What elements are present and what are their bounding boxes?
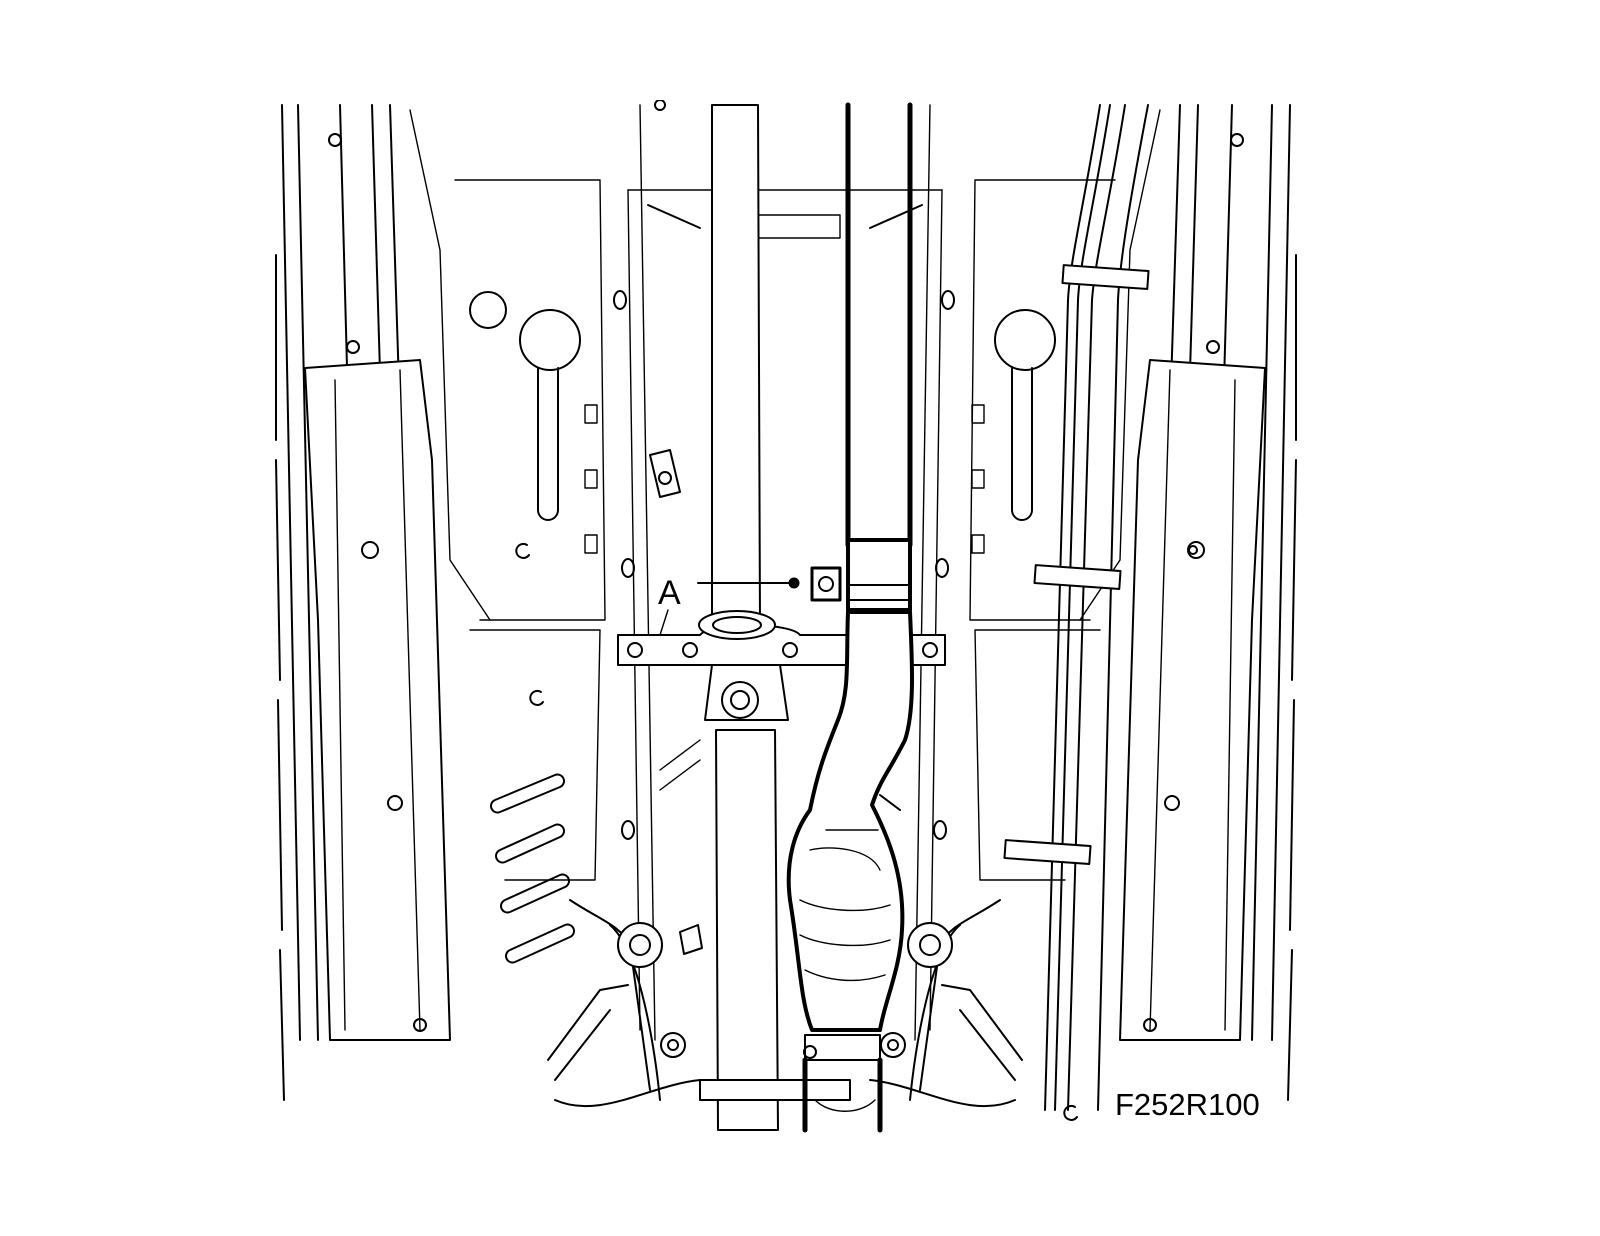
floor-pan-right [969,179,1116,881]
callout-dot [788,577,800,589]
callout-label: A [658,574,681,612]
figure-code: F252R100 [1115,1087,1260,1122]
transmission-tunnel [613,104,955,1041]
exhaust-hanger [810,566,842,602]
right-suspension [869,899,1023,1108]
mounting-holes [328,100,1244,1121]
propeller-shaft [699,104,851,1131]
fuel-brake-lines [1003,104,1150,1111]
exhaust-system [786,102,915,1133]
left-jacking-plate [304,359,451,1041]
floor-pan-left [454,179,606,964]
right-jacking-plate [1119,359,1266,1041]
callout-a: A [658,574,800,636]
left-suspension [547,899,701,1108]
